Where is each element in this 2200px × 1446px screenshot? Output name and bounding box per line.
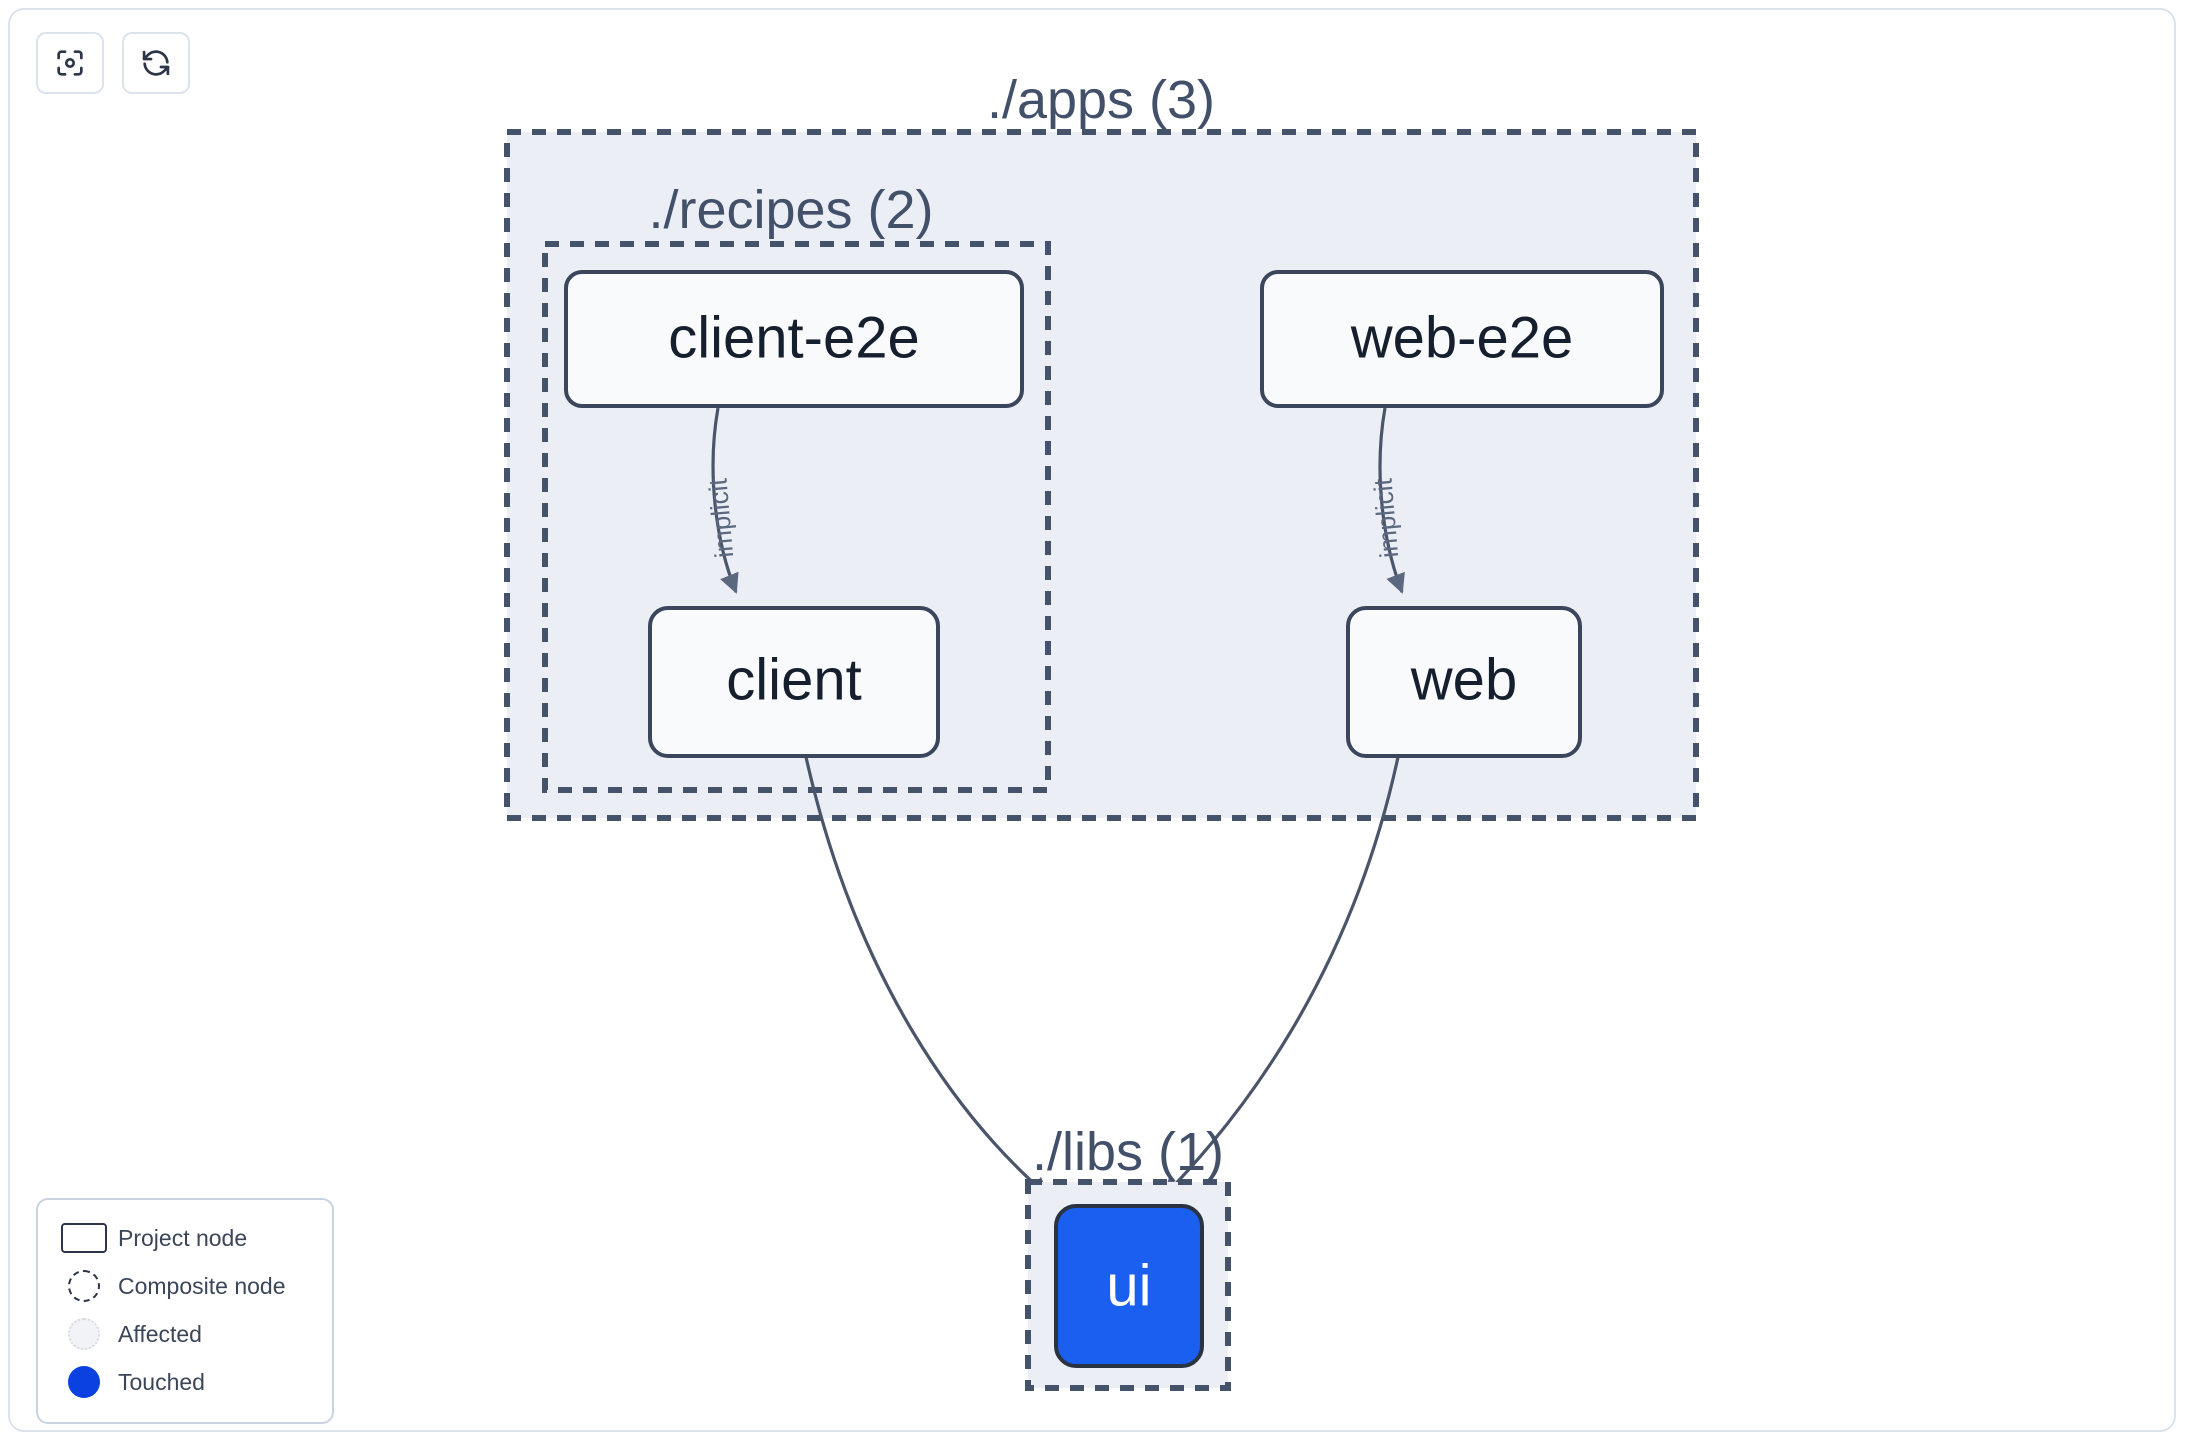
graph-toolbar — [36, 32, 190, 94]
refresh-icon — [139, 46, 173, 80]
edge-label-implicit-web: implicit — [1367, 477, 1404, 560]
legend-label-project-node: Project node — [118, 1224, 248, 1251]
legend-item-composite-node: Composite node — [56, 1262, 314, 1310]
node-web-label: web — [1410, 647, 1517, 712]
refresh-graph-button[interactable] — [122, 32, 190, 94]
project-node-swatch-icon — [56, 1223, 112, 1253]
node-client-label: client — [726, 647, 861, 712]
affected-swatch-icon — [56, 1318, 112, 1350]
node-ui-label: ui — [1106, 1253, 1151, 1318]
focus-graph-button[interactable] — [36, 32, 104, 94]
group-apps-label: ./apps (3) — [987, 70, 1215, 130]
node-web-e2e-label: web-e2e — [1350, 305, 1573, 370]
group-recipes-label: ./recipes (2) — [648, 180, 933, 240]
edge-web-e2e-to-web: implicit — [1367, 407, 1405, 594]
graph-legend: Project node Composite node Affected Tou… — [36, 1198, 334, 1424]
node-ui[interactable]: ui — [1054, 1204, 1204, 1368]
legend-label-composite-node: Composite node — [118, 1272, 286, 1299]
edge-client-to-ui — [804, 756, 1050, 1198]
legend-item-project-node: Project node — [56, 1214, 314, 1262]
node-client-e2e[interactable]: client-e2e — [564, 270, 1024, 408]
focus-target-icon — [53, 46, 87, 80]
composite-node-swatch-icon — [56, 1270, 112, 1302]
touched-swatch-icon — [56, 1366, 112, 1398]
node-client[interactable]: client — [648, 606, 940, 758]
group-libs-label: ./libs (1) — [1032, 1122, 1224, 1182]
legend-label-affected: Affected — [118, 1320, 202, 1347]
node-web[interactable]: web — [1346, 606, 1582, 758]
legend-label-touched: Touched — [118, 1368, 205, 1395]
node-web-e2e[interactable]: web-e2e — [1260, 270, 1664, 408]
edge-label-implicit-client: implicit — [702, 477, 739, 560]
legend-item-affected: Affected — [56, 1310, 314, 1358]
node-client-e2e-label: client-e2e — [668, 305, 919, 370]
edge-web-to-ui — [1162, 756, 1400, 1198]
edge-client-e2e-to-client: implicit — [702, 407, 739, 594]
legend-item-touched: Touched — [56, 1358, 314, 1406]
